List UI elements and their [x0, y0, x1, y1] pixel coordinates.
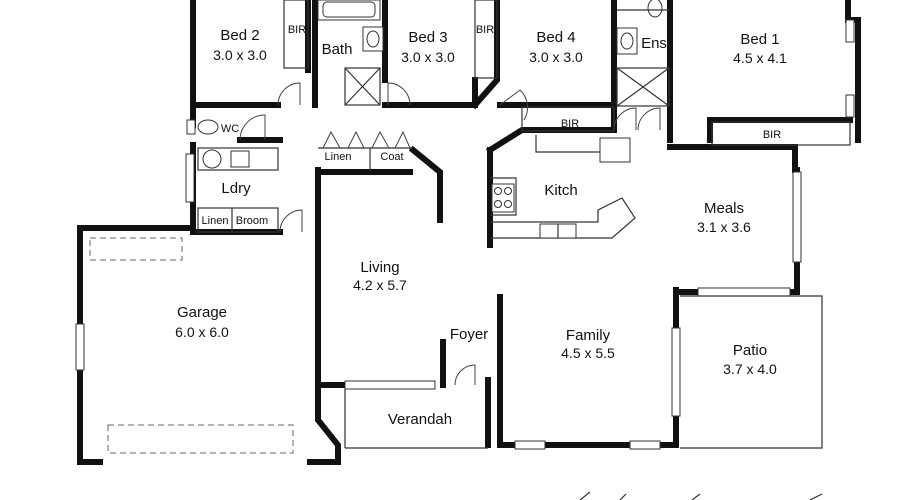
- meals-name: Meals: [704, 200, 744, 217]
- window: [671, 327, 681, 417]
- ldry-linen-label: Linen: [202, 215, 229, 227]
- bed2-name: Bed 2: [220, 27, 259, 44]
- door-swing: [387, 82, 411, 106]
- window: [514, 440, 546, 450]
- fridge-space: [599, 137, 631, 163]
- bed2-robe-outline: [283, 0, 309, 69]
- bed3-dim: 3.0 x 3.0: [401, 49, 455, 65]
- broom-label: Broom: [236, 215, 268, 227]
- bed2-dim: 3.0 x 3.0: [213, 47, 267, 63]
- coat-label: Coat: [380, 151, 403, 163]
- door-swing: [277, 82, 301, 106]
- ldry-name: Ldry: [221, 180, 251, 197]
- door-swing: [499, 89, 528, 121]
- door-swing: [239, 114, 266, 141]
- bed3-name: Bed 3: [408, 29, 447, 46]
- garage-storage-line: [89, 237, 183, 261]
- shower-icon: [616, 67, 670, 107]
- laundry-bench: [197, 147, 279, 171]
- linen-broom-cupboard: [197, 207, 279, 233]
- bed1-robe-outline: [711, 121, 851, 146]
- door-swing: [279, 209, 303, 233]
- bathtub-inner: [322, 1, 376, 18]
- trough-icon: [230, 150, 250, 168]
- bed3-robe-outline: [474, 0, 498, 79]
- linen-label: Linen: [325, 151, 352, 163]
- basin-bowl: [620, 32, 634, 50]
- bed3-bir: BIR: [476, 24, 494, 36]
- bed1-name: Bed 1: [740, 31, 779, 48]
- living-dim: 4.2 x 5.7: [353, 277, 407, 293]
- door-swing: [613, 107, 637, 131]
- scale-bar: [579, 491, 823, 500]
- bed1-dim: 4.5 x 4.1: [733, 50, 787, 66]
- bed4-name: Bed 4: [536, 29, 575, 46]
- window: [629, 440, 661, 450]
- room-labels: Bed 2 3.0 x 3.0 BIR Bath Bed 3 3.0 x 3.0…: [175, 24, 787, 428]
- ens-name: Ens: [641, 35, 667, 52]
- door-swing: [454, 364, 476, 386]
- patio-name: Patio: [733, 342, 767, 359]
- bath-name: Bath: [322, 41, 353, 58]
- meals-dim: 3.1 x 3.6: [697, 219, 751, 235]
- patio-outline: [680, 295, 823, 449]
- wc-label: WC: [221, 123, 239, 135]
- bed4-bir: BIR: [561, 118, 579, 130]
- kitch-name: Kitch: [544, 182, 577, 199]
- fixtures: [75, 0, 855, 500]
- bed4-dim: 3.0 x 3.0: [529, 49, 583, 65]
- window: [845, 94, 855, 118]
- basin-bowl: [366, 30, 380, 48]
- window: [792, 171, 802, 263]
- patio-dim: 3.7 x 4.0: [723, 361, 777, 377]
- bed4-robe-outline: [521, 106, 615, 132]
- window: [344, 380, 436, 390]
- bed1-bir: BIR: [763, 129, 781, 141]
- verandah-name: Verandah: [388, 411, 452, 428]
- washer-icon: [202, 149, 222, 169]
- family-name: Family: [566, 327, 611, 344]
- window: [185, 153, 195, 203]
- foyer-name: Foyer: [450, 326, 488, 343]
- window: [845, 19, 855, 43]
- window: [697, 287, 791, 297]
- bed2-bir: BIR: [288, 24, 306, 36]
- garage-dim: 6.0 x 6.0: [175, 324, 229, 340]
- garage-name: Garage: [177, 304, 227, 321]
- family-dim: 4.5 x 5.5: [561, 345, 615, 361]
- window: [75, 323, 85, 371]
- door-swing: [637, 107, 661, 131]
- cistern-icon: [186, 119, 196, 135]
- living-name: Living: [360, 259, 399, 276]
- toilet-icon: [197, 119, 219, 135]
- toilet-icon: [647, 0, 663, 18]
- garage-door-line: [107, 424, 294, 454]
- shower-icon: [344, 67, 381, 106]
